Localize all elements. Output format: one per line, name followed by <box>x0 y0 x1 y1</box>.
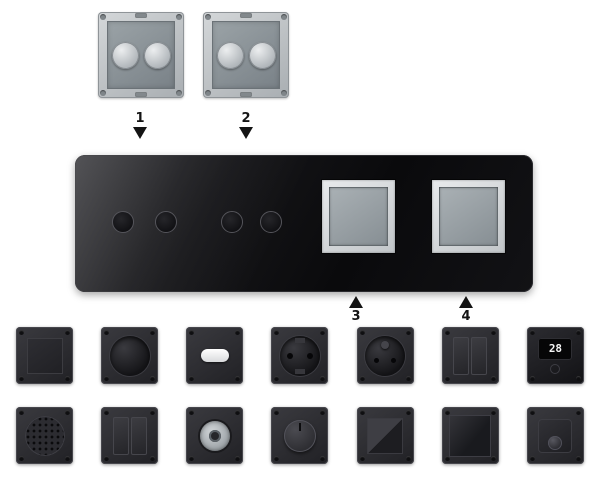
pointer-4-label: 4 <box>461 309 471 324</box>
glass-face-icon <box>449 414 492 457</box>
pir-sensor-body <box>538 418 573 453</box>
coax-connector-icon <box>199 420 230 451</box>
speaker-module <box>16 407 73 464</box>
angled-cover-icon <box>367 417 404 454</box>
push-button-switch-module <box>186 327 244 384</box>
pointer-3: 3 <box>349 296 363 323</box>
dimmer-knob-icon <box>283 419 316 452</box>
switch-button-left <box>111 41 139 69</box>
two-gang-switch-mechanism-1 <box>98 12 184 98</box>
screw-icon <box>135 92 147 97</box>
pointer-3-label: 3 <box>351 309 361 324</box>
switch-button-right <box>143 41 171 69</box>
touch-circle-2 <box>155 211 177 233</box>
mechanism-body <box>212 21 280 89</box>
arrow-down-icon <box>133 127 147 139</box>
schuko-socket-module <box>271 327 329 384</box>
screw-icon <box>135 13 147 18</box>
modules-row-1: 28 <box>16 327 584 384</box>
switch-button-right <box>248 41 276 69</box>
screw-icon <box>240 13 252 18</box>
switch-key-left <box>112 416 129 455</box>
screw-icon <box>240 92 252 97</box>
modules-row-2 <box>16 407 584 464</box>
round-recess-socket-module <box>101 327 159 384</box>
pointer-4: 4 <box>459 296 473 323</box>
touch-circle-3 <box>221 211 243 233</box>
speaker-grille-icon <box>24 415 65 456</box>
french-socket-module <box>356 327 414 384</box>
pointer-1: 1 <box>133 112 147 139</box>
blank-plate <box>26 337 63 374</box>
rocker-button-icon <box>200 349 229 362</box>
pir-sensor-module <box>526 407 584 464</box>
socket-frame-slot-2 <box>432 180 505 253</box>
switch-key-left <box>453 336 470 375</box>
mounting-hole-icon <box>281 90 287 96</box>
blank-glass-module <box>441 407 499 464</box>
french-socket-icon <box>365 335 406 376</box>
mounting-hole-icon <box>176 90 182 96</box>
socket-frame-opening <box>439 187 498 246</box>
blank-cover-module <box>16 327 73 384</box>
mounting-hole-icon <box>176 14 182 20</box>
dimmer-knob-module <box>271 407 329 464</box>
thermostat-display: 28 <box>538 337 573 360</box>
arrow-down-icon <box>239 127 253 139</box>
switch-key-right <box>471 336 488 375</box>
thermostat-module: 28 <box>526 327 584 384</box>
mounting-hole-icon <box>205 90 211 96</box>
glass-panel <box>75 155 533 292</box>
thermostat-dial-icon <box>550 363 561 374</box>
card-switch-module <box>356 407 414 464</box>
touch-circle-4 <box>260 211 282 233</box>
two-key-switch-module-b <box>101 407 159 464</box>
two-gang-switch-mechanism-2 <box>203 12 289 98</box>
switch-button-left <box>216 41 244 69</box>
arrow-up-icon <box>459 296 473 308</box>
mechanism-body <box>107 21 175 89</box>
mounting-hole-icon <box>205 14 211 20</box>
mounting-hole-icon <box>100 90 106 96</box>
socket-frame-opening <box>329 187 388 246</box>
sensor-lens-icon <box>548 435 563 450</box>
touch-circle-1 <box>112 211 134 233</box>
pointer-2: 2 <box>239 112 253 139</box>
pointer-1-label: 1 <box>135 111 145 126</box>
mounting-hole-icon <box>100 14 106 20</box>
pointer-2-label: 2 <box>241 111 251 126</box>
schuko-socket-icon <box>279 335 320 376</box>
switch-key-right <box>130 416 147 455</box>
two-key-switch-module <box>441 327 499 384</box>
round-recess-icon <box>109 335 150 376</box>
tv-socket-module <box>186 407 244 464</box>
arrow-up-icon <box>349 296 363 308</box>
socket-frame-slot-1 <box>322 180 395 253</box>
mounting-hole-icon <box>281 14 287 20</box>
